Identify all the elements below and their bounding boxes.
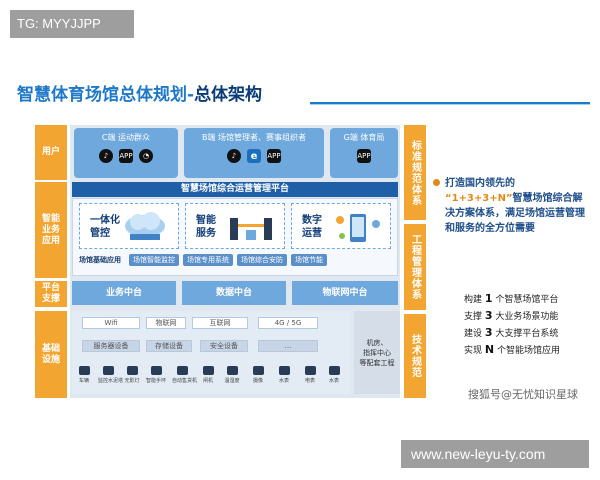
device-gate: 闸机 [198, 366, 218, 384]
label-tech: 技术规范 [404, 314, 426, 398]
device-thermo: 温湿度 [222, 366, 242, 384]
module-line2: 运营 [302, 228, 322, 239]
app-icon: APP [119, 149, 133, 163]
tower-icon [102, 366, 114, 375]
client-b-label: B端 场馆管理者、赛事组织者 [201, 133, 307, 142]
module-smart-service: 智能服务 [185, 203, 285, 249]
tag-dedicated-system: 场馆专用系统 [183, 254, 233, 266]
app-icon: APP [357, 149, 371, 163]
machine-line3: 等配套工程 [359, 358, 395, 367]
app-icon: APP [267, 149, 281, 163]
camera-icon [252, 366, 264, 375]
phone-icon [336, 214, 380, 242]
module-integrated-control: 一体化管控 [79, 203, 179, 249]
module-line1: 数字 [302, 215, 322, 226]
watermark-bottom: www.new-leyu-ty.com [401, 440, 589, 468]
device-power-meter: 电表 [300, 366, 320, 384]
device-tower: 监控水泥塔 [98, 366, 123, 384]
tag-security: 场馆综合安防 [237, 254, 287, 266]
device-lamp: 无影灯 [122, 366, 142, 384]
infra-more: ... [258, 340, 318, 352]
infra-security: 安全设备 [200, 340, 248, 352]
client-g-label: G端 体育局 [343, 133, 385, 142]
watermark-top: TG: MYYJJPP [10, 10, 134, 38]
source-credit: 搜狐号@无忧知识星球 [468, 388, 578, 401]
infra-iot: 物联网 [146, 317, 186, 329]
cloud-icon [125, 212, 165, 240]
label-engineering: 工程管理体系 [404, 224, 426, 310]
middle-data: 数据中台 [182, 281, 286, 305]
machine-line2: 指挥中心 [363, 348, 391, 357]
summary-bullet: 打造国内领先的 “1+3+3+N”智慧场馆综合解决方案体系，满足场馆运营管理和服… [433, 176, 590, 236]
tag-monitoring: 场馆智能监控 [129, 254, 179, 266]
slide-title: 智慧体育场馆总体规划-总体架构 [17, 80, 262, 105]
wechat-icon: ◔ [139, 149, 153, 163]
bullet-text-a: 打造国内领先的 [445, 178, 515, 189]
band-icon [150, 366, 162, 375]
module-digital-ops: 数字运营 [291, 203, 391, 249]
base-app-row: 场馆基础应用 场馆智能监控 场馆专用系统 场馆综合安防 场馆节能 [79, 253, 327, 267]
module-line1: 一体化 [90, 215, 120, 226]
device-water-meter-2: 水表 [324, 366, 344, 384]
title-rule-thin [310, 104, 590, 105]
browser-icon: e [247, 149, 261, 163]
title-rule [310, 102, 590, 104]
infra-internet: 互联网 [192, 317, 248, 329]
tiktok-icon: ♪ [99, 149, 113, 163]
label-standard: 标准规范体系 [404, 125, 426, 220]
title-main: 智慧体育场馆总体规划- [17, 85, 195, 105]
car-icon [78, 366, 90, 375]
meter-icon [304, 366, 316, 375]
machine-line1: 机房、 [366, 338, 388, 347]
middle-business: 业务中台 [72, 281, 176, 305]
device-camera: 摄像 [248, 366, 268, 384]
label-platform: 平台支撑 [35, 281, 67, 307]
client-g: G端 体育局 APP [330, 128, 398, 178]
statement-1: 构建 1 个智慧场馆平台 [464, 292, 559, 305]
platform-panel: 一体化管控 智能服务 数字运营 [72, 198, 398, 276]
infra-storage: 存储设备 [146, 340, 192, 352]
infra-wifi: Wifi [82, 317, 140, 329]
label-user: 用户 [35, 125, 67, 180]
vending-icon [176, 366, 188, 375]
slide: 智慧体育场馆总体规划-总体架构 用户 智能业务应用 平台支撑 基础设施 C端 运… [0, 66, 600, 408]
bullet-formula: “1+3+3+N” [445, 193, 513, 204]
label-smart-biz: 智能业务应用 [35, 182, 67, 278]
gate-icon [202, 366, 214, 375]
thermometer-icon [226, 366, 238, 375]
machine-room: 机房、 指挥中心 等配套工程 [354, 311, 400, 394]
device-water-meter: 水表 [274, 366, 294, 384]
bullet-text-b: 智慧场馆综合解决方案体系，满足场馆运营管理和服务的全方位需要 [445, 193, 585, 234]
device-vending: 自动售货机 [172, 366, 197, 384]
infra-server: 服务器设备 [82, 340, 140, 352]
module-line1: 智能 [196, 215, 216, 226]
client-c: C端 运动群众 ♪ APP ◔ [74, 128, 178, 178]
statement-2: 支撑 3 大业务场景功能 [464, 309, 559, 322]
meter-icon [328, 366, 340, 375]
label-infra: 基础设施 [35, 311, 67, 398]
statement-4: 实现 N 个智能场馆应用 [464, 343, 560, 356]
infra-4g5g: 4G / 5G [258, 317, 318, 329]
middle-iot: 物联网中台 [292, 281, 398, 305]
client-c-label: C端 运动群众 [101, 133, 151, 142]
module-line2: 服务 [196, 228, 216, 239]
meter-icon [278, 366, 290, 375]
lamp-icon [126, 366, 138, 375]
title-emph: 总体架构 [194, 85, 263, 105]
module-line2: 管控 [90, 228, 110, 239]
bullet-dot-icon [433, 179, 440, 186]
gate-icon [230, 218, 272, 240]
tiktok-icon: ♪ [227, 149, 241, 163]
platform-title: 智慧场馆综合运营管理平台 [72, 182, 398, 197]
client-b: B端 场馆管理者、赛事组织者 ♪ e APP [184, 128, 324, 178]
statement-3: 建设 3 大支撑平台系统 [464, 326, 559, 339]
device-vehicle: 车辆 [74, 366, 94, 384]
tag-energy: 场馆节能 [291, 254, 327, 266]
device-band: 智能手环 [146, 366, 166, 384]
base-app-label: 场馆基础应用 [79, 256, 121, 264]
